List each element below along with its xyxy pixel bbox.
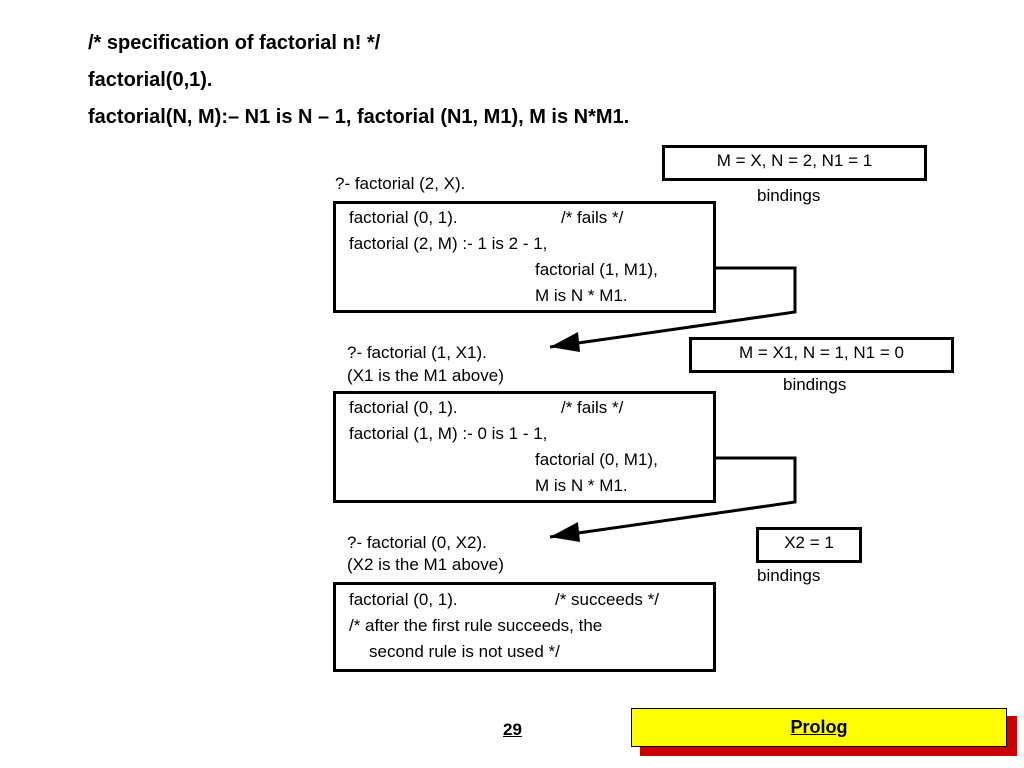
- query-1: ?- factorial (2, X).: [335, 174, 466, 193]
- base-case-line: factorial(0,1).: [88, 69, 213, 91]
- box2-line1: factorial (0, 1).: [349, 398, 458, 417]
- footer-title: Prolog: [790, 717, 848, 737]
- box1-line1: factorial (0, 1).: [349, 208, 458, 227]
- bindings-label-3: bindings: [757, 566, 821, 585]
- spec-comment-line: /* specification of factorial n! */: [88, 32, 381, 54]
- box2-line3: factorial (0, M1),: [535, 450, 658, 469]
- bindings-box-3: X2 = 1: [756, 527, 862, 563]
- bindings-box-1: M = X, N = 2, N1 = 1: [662, 145, 927, 181]
- arrowhead-1: [550, 332, 580, 352]
- clause-box-3: factorial (0, 1). /* succeeds */ /* afte…: [333, 582, 716, 672]
- box2-line4: M is N * M1.: [535, 476, 628, 495]
- page-number: 29: [503, 720, 522, 739]
- box1-line3: factorial (1, M1),: [535, 260, 658, 279]
- clause-box-2: factorial (0, 1). /* fails */ factorial …: [333, 391, 716, 503]
- footer-title-box: Prolog: [631, 708, 1007, 747]
- box3-line1: factorial (0, 1).: [349, 590, 458, 609]
- box1-comment: /* fails */: [561, 208, 624, 227]
- box1-line4: M is N * M1.: [535, 286, 628, 305]
- query-2: ?- factorial (1, X1).: [347, 343, 487, 362]
- recursive-rule-line: factorial(N, M):– N1 is N – 1, factorial…: [88, 106, 630, 128]
- box2-line2: factorial (1, M) :- 0 is 1 - 1,: [349, 424, 548, 443]
- bindings-label-1: bindings: [757, 186, 821, 205]
- clause-box-1: factorial (0, 1). /* fails */ factorial …: [333, 201, 716, 313]
- query-3: ?- factorial (0, X2).: [347, 533, 487, 552]
- box3-line2: /* after the first rule succeeds, the: [349, 616, 603, 635]
- box3-line3: second rule is not used */: [369, 642, 560, 661]
- bindings-label-2: bindings: [783, 375, 847, 394]
- box3-comment: /* succeeds */: [555, 590, 659, 609]
- box1-line2: factorial (2, M) :- 1 is 2 - 1,: [349, 234, 548, 253]
- bindings-box-2: M = X1, N = 1, N1 = 0: [689, 337, 954, 373]
- box2-comment: /* fails */: [561, 398, 624, 417]
- query-3-note: (X2 is the M1 above): [347, 555, 504, 574]
- query-2-note: (X1 is the M1 above): [347, 366, 504, 385]
- arrowhead-2: [550, 522, 580, 542]
